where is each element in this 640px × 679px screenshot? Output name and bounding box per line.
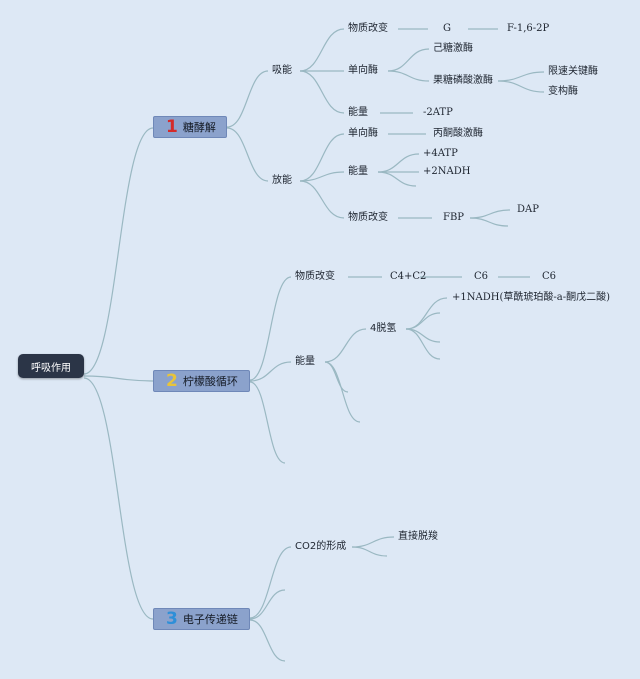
node-energy[interactable]: 能量 <box>348 107 368 118</box>
node-pyruvate-kinase[interactable]: 丙酮酸激酶 <box>433 128 483 139</box>
node-pfk[interactable]: 果糖磷酸激酶 <box>433 75 493 86</box>
connector <box>226 127 269 182</box>
node-dehydrogenation[interactable]: 4脱氢 <box>370 323 397 334</box>
connector <box>299 171 345 182</box>
topic-number: 2 <box>166 371 178 391</box>
connector <box>299 70 345 114</box>
connector <box>299 180 345 219</box>
connector <box>497 71 545 82</box>
node-direct-decarboxylation[interactable]: 直接脱羧 <box>398 531 438 542</box>
connector <box>405 328 441 360</box>
connector <box>405 297 448 330</box>
node-release-energy[interactable]: 放能 <box>272 175 292 186</box>
connector <box>299 28 345 72</box>
node-minus-2atp[interactable]: -2ATP <box>423 107 453 118</box>
node-plus-2nadh[interactable]: +2NADH <box>423 166 471 177</box>
node-tca-substance-change[interactable]: 物质改变 <box>295 271 335 282</box>
topic-glycolysis[interactable]: 1 糖酵解 <box>153 116 227 138</box>
connector <box>469 209 511 219</box>
connector <box>405 312 441 330</box>
connector <box>405 328 441 343</box>
root-node[interactable]: 呼吸作用 <box>18 354 84 378</box>
node-plus-4atp[interactable]: +4ATP <box>423 148 458 159</box>
node-rate-limiting[interactable]: 限速关键酶 <box>548 66 598 77</box>
topic-number: 3 <box>166 609 178 629</box>
node-unidirectional-enzyme-2[interactable]: 单向酶 <box>348 128 378 139</box>
connector <box>351 546 388 557</box>
connector <box>249 619 286 662</box>
node-g[interactable]: G <box>443 23 451 34</box>
node-allosteric[interactable]: 变构酶 <box>548 86 578 97</box>
connector <box>387 48 430 72</box>
connector <box>387 70 430 82</box>
node-energy-2[interactable]: 能量 <box>348 166 368 177</box>
node-hexokinase[interactable]: 己糖激酶 <box>433 43 473 54</box>
connector <box>249 381 286 464</box>
node-co2-formation[interactable]: CO2的形成 <box>295 541 347 552</box>
node-dap[interactable]: DAP <box>517 204 539 215</box>
node-substance-change[interactable]: 物质改变 <box>348 23 388 34</box>
connector <box>226 70 269 128</box>
connector <box>324 361 349 393</box>
topic-label: 糖酵解 <box>182 121 216 134</box>
connector <box>249 361 292 382</box>
connector <box>324 328 367 363</box>
node-nadh-detail[interactable]: +1NADH(草酰琥珀酸-a-酮戊二酸) <box>452 292 610 303</box>
node-unidirectional-enzyme[interactable]: 单向酶 <box>348 65 378 76</box>
node-c6-a[interactable]: C6 <box>474 271 489 282</box>
connector <box>249 546 292 619</box>
connector <box>249 276 292 381</box>
node-f16bp[interactable]: F-1,6-2P <box>507 23 550 34</box>
topic-label: 柠檬酸循环 <box>182 375 238 388</box>
connector-root-tca <box>83 375 154 382</box>
connector <box>377 171 417 187</box>
connector <box>351 536 395 548</box>
connector <box>299 133 345 182</box>
connector <box>469 217 509 227</box>
connector-root-glycolysis <box>83 127 154 375</box>
node-c4-c2[interactable]: C4+C2 <box>390 271 427 282</box>
connector <box>377 153 420 173</box>
node-absorb-energy[interactable]: 吸能 <box>272 65 292 76</box>
connector <box>249 589 286 620</box>
root-label: 呼吸作用 <box>31 362 71 374</box>
connector <box>324 361 361 423</box>
connector-root-etc <box>83 377 154 620</box>
connector <box>497 80 545 93</box>
topic-number: 1 <box>166 117 178 137</box>
topic-electron-transport-chain[interactable]: 3 电子传递链 <box>153 608 250 630</box>
node-substance-change-2[interactable]: 物质改变 <box>348 212 388 223</box>
node-fbp[interactable]: FBP <box>443 212 465 223</box>
node-tca-energy[interactable]: 能量 <box>295 356 315 367</box>
node-c6-b[interactable]: C6 <box>542 271 557 282</box>
topic-citric-acid-cycle[interactable]: 2 柠檬酸循环 <box>153 370 250 392</box>
topic-label: 电子传递链 <box>182 613 238 626</box>
